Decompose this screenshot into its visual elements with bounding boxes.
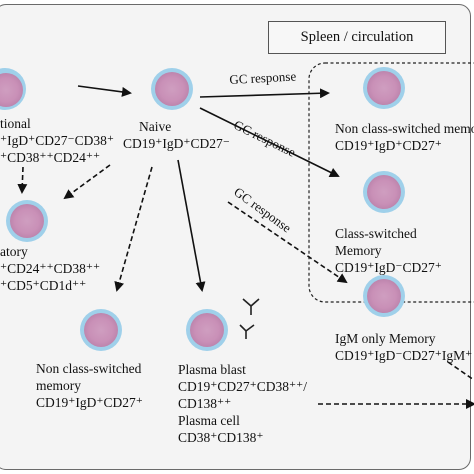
arrow-transitional-to-naive — [77, 85, 132, 97]
arrow-naive-to-nonswitched-gc — [199, 88, 330, 99]
label-line: CD38⁺CD138⁺ — [178, 430, 264, 445]
cell-non-class-switched-memory — [80, 309, 122, 351]
label-class-switched-memory: Class-switched Memory CD19⁺IgD⁻CD27⁺ — [335, 225, 442, 276]
label-transitional: tional ⁺IgD⁺CD27⁻CD38⁺ ⁺CD38⁺⁺CD24⁺⁺ — [0, 115, 114, 166]
label-line: CD19⁺IgD⁺CD27⁻ — [123, 136, 230, 151]
label-line: memory — [36, 378, 81, 393]
arrow-igm-only-to-right — [447, 361, 474, 381]
arrow-naive-to-nonswitched-memory — [114, 166, 153, 292]
label-line: ⁺CD38⁺⁺CD24⁺⁺ — [0, 150, 101, 165]
label-line: Class-switched — [335, 226, 417, 241]
arrow-to-igm-only — [227, 201, 348, 284]
label-naive: Naive CD19⁺IgD⁺CD27⁻ — [123, 118, 230, 152]
antibody-icon — [239, 324, 255, 339]
antibody-icon — [242, 298, 260, 315]
label-non-class-switched-memory: Non class-switched memory CD19⁺IgD⁺CD27⁺ — [36, 360, 143, 411]
label-line: ⁺IgD⁺CD27⁻CD38⁺ — [0, 133, 115, 148]
label-line: Plasma cell — [178, 413, 240, 428]
label-regulatory: atory ⁺CD24⁺⁺CD38⁺⁺ ⁺CD5⁺CD1d⁺⁺ — [0, 243, 100, 294]
label-line: IgM only Memory — [335, 331, 436, 346]
cell-non-class-switched-memory-gc — [363, 67, 405, 109]
label-line: atory — [0, 244, 28, 259]
label-line: CD138⁺⁺ — [178, 396, 232, 411]
label-line: CD19⁺IgD⁺CD27⁺ — [335, 138, 442, 153]
cell-igm-only-memory — [363, 275, 405, 317]
label-non-class-switched-memory-gc: Non class-switched memo CD19⁺IgD⁺CD27⁺ — [335, 120, 474, 154]
cell-class-switched-memory — [363, 171, 405, 213]
label-line: CD19⁺IgD⁻CD27⁺IgM⁺ — [335, 348, 473, 363]
label-plasma: Plasma blast CD19⁺CD27⁺CD38⁺⁺/ CD138⁺⁺ P… — [178, 361, 307, 446]
arrow-transitional-to-regulatory — [17, 166, 28, 194]
label-line: Non class-switched memo — [335, 121, 474, 136]
label-line: Naive — [139, 119, 172, 134]
label-line: CD19⁺IgD⁺CD27⁺ — [36, 395, 143, 410]
arrow-naive-to-plasma — [177, 159, 206, 292]
cell-regulatory — [6, 200, 48, 242]
label-line: tional — [0, 116, 31, 131]
cell-plasma — [186, 309, 228, 351]
arrow-naive-to-class-switched — [199, 107, 340, 177]
label-line: Memory — [335, 243, 382, 258]
label-line: Non class-switched — [36, 361, 142, 376]
cell-transitional — [0, 68, 26, 110]
region-label: Spleen / circulation — [300, 29, 414, 45]
cell-naive — [151, 68, 193, 110]
label-line: ⁺CD5⁺CD1d⁺⁺ — [0, 278, 87, 293]
label-line: Plasma blast — [178, 362, 246, 377]
label-line: CD19⁺IgD⁻CD27⁺ — [335, 260, 442, 275]
label-igm-only-memory: IgM only Memory CD19⁺IgD⁻CD27⁺IgM⁺ — [335, 330, 474, 364]
region-label-box: Spleen / circulation — [268, 21, 446, 54]
label-line: CD19⁺CD27⁺CD38⁺⁺/ — [178, 379, 308, 394]
label-line: ⁺CD24⁺⁺CD38⁺⁺ — [0, 261, 101, 276]
arrow-naive-to-regulatory — [63, 164, 111, 200]
